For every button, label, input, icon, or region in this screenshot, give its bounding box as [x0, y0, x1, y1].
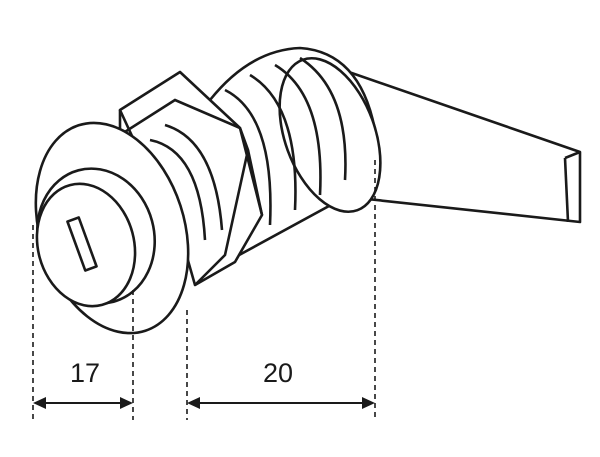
front-thread	[149, 123, 224, 241]
keyhole-icon	[66, 216, 98, 272]
dimension-20: 20	[187, 358, 375, 409]
hex-nut	[118, 70, 264, 287]
dimension-17: 17	[33, 358, 133, 409]
dimension-label: 17	[70, 358, 100, 388]
dimension-label: 20	[263, 358, 293, 388]
